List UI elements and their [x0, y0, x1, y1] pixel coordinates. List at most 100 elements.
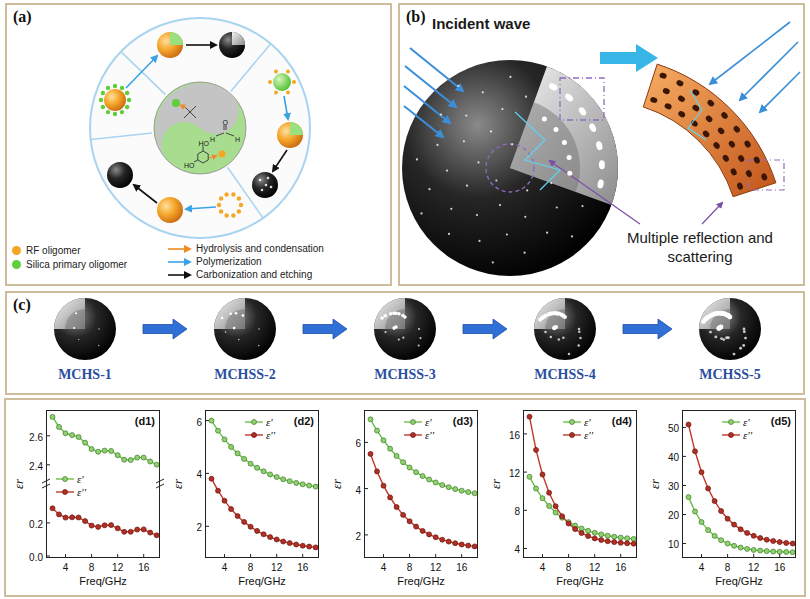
- data-marker: [96, 524, 101, 529]
- panel-tag: (d5): [771, 415, 791, 428]
- pore: [564, 92, 575, 102]
- data-marker: [592, 536, 597, 541]
- axis-title-slot: Freq/GHz: [364, 573, 478, 587]
- data-marker: [699, 520, 704, 525]
- tick-slot: 0.0: [12, 550, 43, 563]
- tick-slot: 12: [742, 560, 766, 573]
- figure-circle: [157, 32, 183, 58]
- pore-dot: [75, 312, 77, 314]
- axis-title-slot: εr: [329, 475, 345, 492]
- tick-label: 16: [138, 562, 149, 573]
- figure-circle: [217, 203, 221, 207]
- tick-slot: 4: [213, 560, 237, 573]
- figure-polygon: [198, 151, 208, 163]
- figure-g: [259, 177, 273, 192]
- figure-circle: [224, 213, 228, 217]
- shell-pore: [736, 182, 744, 191]
- data-marker: [368, 417, 373, 422]
- data-marker: [216, 428, 221, 433]
- tick-label: 12: [271, 562, 282, 573]
- tick-label: 50: [668, 423, 679, 434]
- data-marker: [89, 523, 94, 528]
- figure-line: [190, 112, 196, 118]
- figure-line: [216, 133, 224, 136]
- surface-pore: [490, 130, 492, 132]
- pore-dot: [394, 325, 398, 329]
- axis-title: Freq/GHz: [79, 575, 127, 587]
- pore-dot: [403, 315, 407, 319]
- axis-title-slot: εr: [488, 475, 504, 492]
- figure-line: [760, 72, 800, 112]
- sphere-cutaway: [699, 298, 730, 329]
- figure-circle: [402, 60, 618, 276]
- data-marker: [255, 528, 260, 533]
- legend-item: ε': [722, 415, 750, 428]
- data-line: [689, 497, 793, 552]
- data-marker: [89, 447, 94, 452]
- data-marker: [725, 541, 730, 546]
- figure-circle: [219, 151, 226, 158]
- figure-circle: [273, 73, 291, 91]
- shell-pore: [705, 114, 714, 123]
- data-marker: [420, 474, 425, 479]
- data-marker: [287, 479, 292, 484]
- figure-polyline: [515, 112, 560, 190]
- data-marker: [261, 469, 266, 474]
- pore-dot: [392, 311, 396, 315]
- tick-slot: 4: [372, 560, 396, 573]
- surface-pore: [446, 170, 448, 172]
- tick-slot: 12: [424, 560, 448, 573]
- tick-label: 4: [699, 562, 705, 573]
- surface-pore: [448, 233, 450, 235]
- sphere-hollow: [545, 309, 565, 329]
- legend-item: ε': [404, 415, 432, 428]
- data-marker: [381, 483, 386, 488]
- surface-pore: [511, 143, 513, 145]
- tick-label: 8: [514, 506, 520, 517]
- legend-marker: [252, 432, 257, 437]
- tick-slot: 4: [54, 560, 78, 573]
- pore: [542, 116, 547, 121]
- data-marker: [109, 523, 114, 528]
- legend-marker: [63, 489, 68, 494]
- tick-slot: 12: [106, 560, 130, 573]
- data-marker: [229, 507, 234, 512]
- surface-pore: [499, 204, 501, 206]
- tick-slot: 16: [768, 560, 792, 573]
- legend-text: ε': [425, 416, 432, 428]
- chart-node: (d5): [682, 410, 796, 558]
- data-marker: [586, 534, 591, 539]
- figure-line: [710, 22, 790, 84]
- tick-slot: 16: [489, 428, 520, 441]
- panel-tag: (d1): [135, 415, 155, 428]
- figure-line: [121, 52, 166, 95]
- tick-slot: 8: [489, 504, 520, 517]
- data-marker: [83, 440, 88, 445]
- data-marker: [115, 453, 120, 458]
- figure-path: [170, 32, 183, 45]
- pore: [567, 171, 572, 176]
- surface-pore: [457, 85, 459, 87]
- tick-label: 4: [355, 485, 361, 496]
- tick-slot: 4: [531, 560, 555, 573]
- data-marker: [771, 539, 776, 544]
- surface-pore: [418, 344, 420, 346]
- data-marker: [618, 535, 623, 540]
- figure-path: [510, 67, 618, 205]
- data-marker: [300, 543, 305, 548]
- tick-slot: 12: [583, 560, 607, 573]
- figure-circle: [268, 80, 272, 84]
- data-line: [530, 477, 634, 539]
- figure-circle: [231, 192, 235, 196]
- data-marker: [287, 541, 292, 546]
- data-line: [371, 454, 475, 547]
- surface-pore: [743, 328, 746, 331]
- figure-circle: [224, 192, 228, 196]
- data-marker: [96, 449, 101, 454]
- chart-node: (d4): [523, 410, 637, 558]
- surface-pore: [384, 331, 386, 333]
- surface-pore: [477, 161, 479, 163]
- tick-slot: 0.2: [12, 517, 43, 530]
- shell-pore: [732, 125, 741, 134]
- atom-label: H: [235, 136, 240, 143]
